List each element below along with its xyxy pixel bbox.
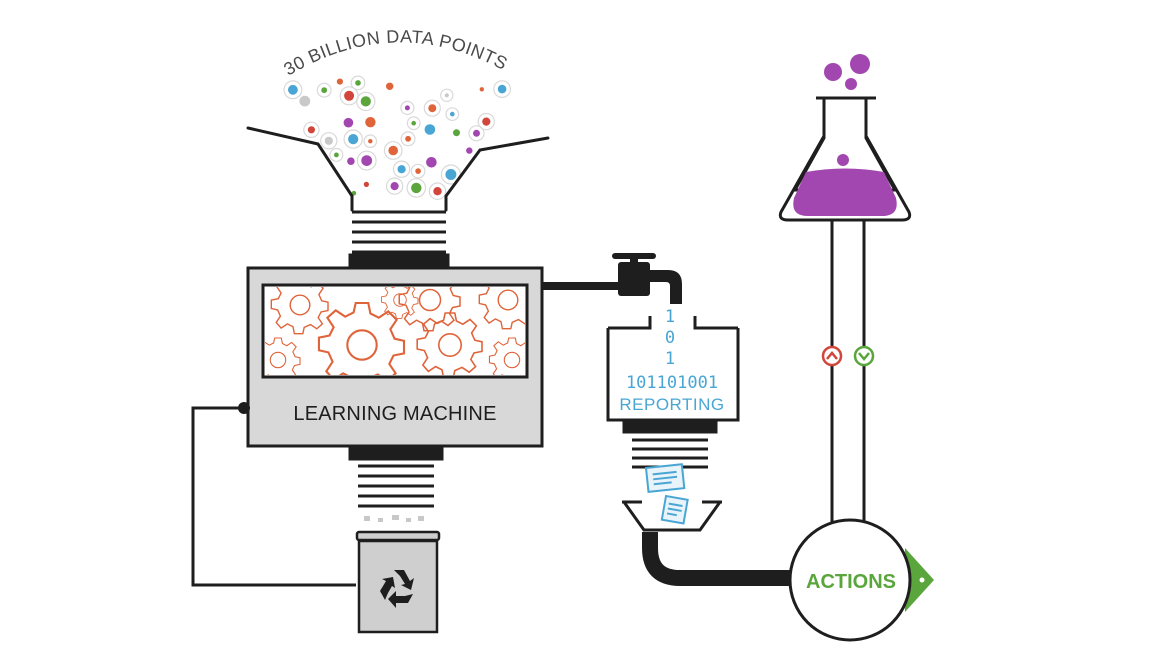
flask-icon: [778, 54, 912, 222]
data-point-dot: [334, 152, 339, 158]
data-point-dot: [288, 84, 298, 95]
data-point-ring: [316, 82, 332, 98]
debris-particles: [364, 515, 424, 522]
data-point-dot: [404, 105, 410, 111]
data-point-dot: [361, 155, 373, 167]
data-point-dot: [351, 190, 357, 196]
data-point-dot: [497, 84, 507, 94]
data-point-ring: [400, 100, 415, 116]
data-point-ring: [445, 107, 460, 121]
data-point-ring: [493, 80, 512, 98]
data-point-dot: [365, 117, 376, 128]
data-point-dot: [426, 157, 437, 168]
data-point-ring: [440, 88, 454, 103]
recycle-bin: [355, 530, 441, 634]
binary-line-1: 1: [665, 307, 675, 327]
data-point-ring: [320, 132, 338, 150]
data-point-dot: [388, 145, 399, 156]
data-point-dot: [386, 82, 394, 91]
data-point-dot: [473, 129, 480, 137]
data-point-ring: [356, 91, 376, 112]
data-point-ring: [428, 182, 447, 200]
data-point-dot: [307, 126, 315, 134]
actions-pipe: [642, 532, 796, 586]
data-point-dot: [415, 168, 421, 174]
data-point-dot: [453, 129, 460, 137]
data-point-ring: [343, 129, 363, 149]
document-icon: [644, 463, 686, 493]
data-point-dot: [324, 136, 333, 145]
actions-node: ACTIONS: [788, 518, 934, 642]
data-point-dot: [336, 78, 343, 85]
report-documents: [644, 463, 689, 525]
machine-pipe: [542, 253, 682, 304]
data-point-dot: [411, 120, 417, 126]
machine-output-spring: [348, 446, 444, 508]
data-point-ring: [363, 134, 378, 148]
data-point-dot: [479, 87, 484, 92]
data-point-ring: [383, 141, 403, 160]
data-point-ring: [350, 75, 366, 91]
reporting-label: REPORTING: [619, 395, 724, 414]
data-point-dot: [411, 182, 422, 194]
gear-window: [261, 283, 529, 379]
data-point-dot: [368, 139, 373, 144]
data-point-ring: [283, 80, 303, 100]
data-point-ring: [392, 160, 411, 178]
data-point-dot: [344, 90, 355, 101]
data-point-ring: [423, 99, 441, 117]
data-point-dot: [347, 157, 355, 165]
chevron-down-icon: [853, 345, 875, 367]
data-point-dot: [444, 93, 449, 98]
data-point-dot: [424, 124, 436, 135]
data-point-ring: [406, 116, 421, 131]
data-point-dot: [482, 117, 491, 126]
data-point-ring: [303, 121, 320, 139]
binary-line-3: 1: [665, 349, 675, 369]
data-point-ring: [385, 177, 404, 195]
data-point-dot: [360, 96, 371, 107]
data-points-title-text: 30 BILLION DATA POINTS: [280, 26, 510, 79]
flask-rails: [830, 220, 866, 524]
data-point-dot: [428, 104, 437, 113]
data-point-dot: [355, 80, 361, 86]
data-point-dot: [343, 117, 354, 128]
data-point-dot: [466, 147, 473, 154]
machine-label: LEARNING MACHINE: [293, 403, 496, 425]
data-point-dot: [433, 187, 442, 196]
data-points-cloud: [283, 75, 512, 200]
recycle-icon: [380, 570, 414, 608]
data-point-dot: [445, 169, 457, 180]
data-point-ring: [400, 131, 416, 147]
chevron-up-icon: [821, 345, 843, 367]
data-point-dot: [397, 165, 406, 174]
data-point-ring: [329, 147, 344, 162]
data-point-dot: [450, 111, 455, 117]
feedback-line: [191, 402, 356, 587]
actions-label: ACTIONS: [806, 571, 896, 593]
actions-funnel: [622, 500, 722, 532]
reporting-box: 1 0 1 101101001 REPORTING: [606, 307, 740, 422]
learning-machine: LEARNING MACHINE: [246, 266, 544, 448]
data-point-dot: [405, 135, 411, 142]
data-point-ring: [468, 125, 485, 142]
binary-line-2: 0: [665, 328, 675, 348]
document-icon: [660, 494, 689, 525]
data-point-ring: [410, 163, 426, 179]
data-points-title: 30 BILLION DATA POINTS: [280, 26, 511, 79]
funnel-spring: [348, 210, 450, 268]
binary-line-4: 101101001: [626, 373, 718, 393]
input-funnel: [246, 126, 550, 212]
data-point-dot: [390, 182, 399, 191]
data-point-ring: [406, 178, 427, 198]
data-point-dot: [299, 95, 311, 107]
reporting-spring: [622, 420, 718, 469]
data-point-dot: [348, 134, 359, 145]
data-point-ring: [477, 112, 495, 131]
data-point-ring: [356, 150, 377, 171]
data-point-dot: [321, 87, 328, 94]
data-point-dot: [363, 181, 369, 187]
